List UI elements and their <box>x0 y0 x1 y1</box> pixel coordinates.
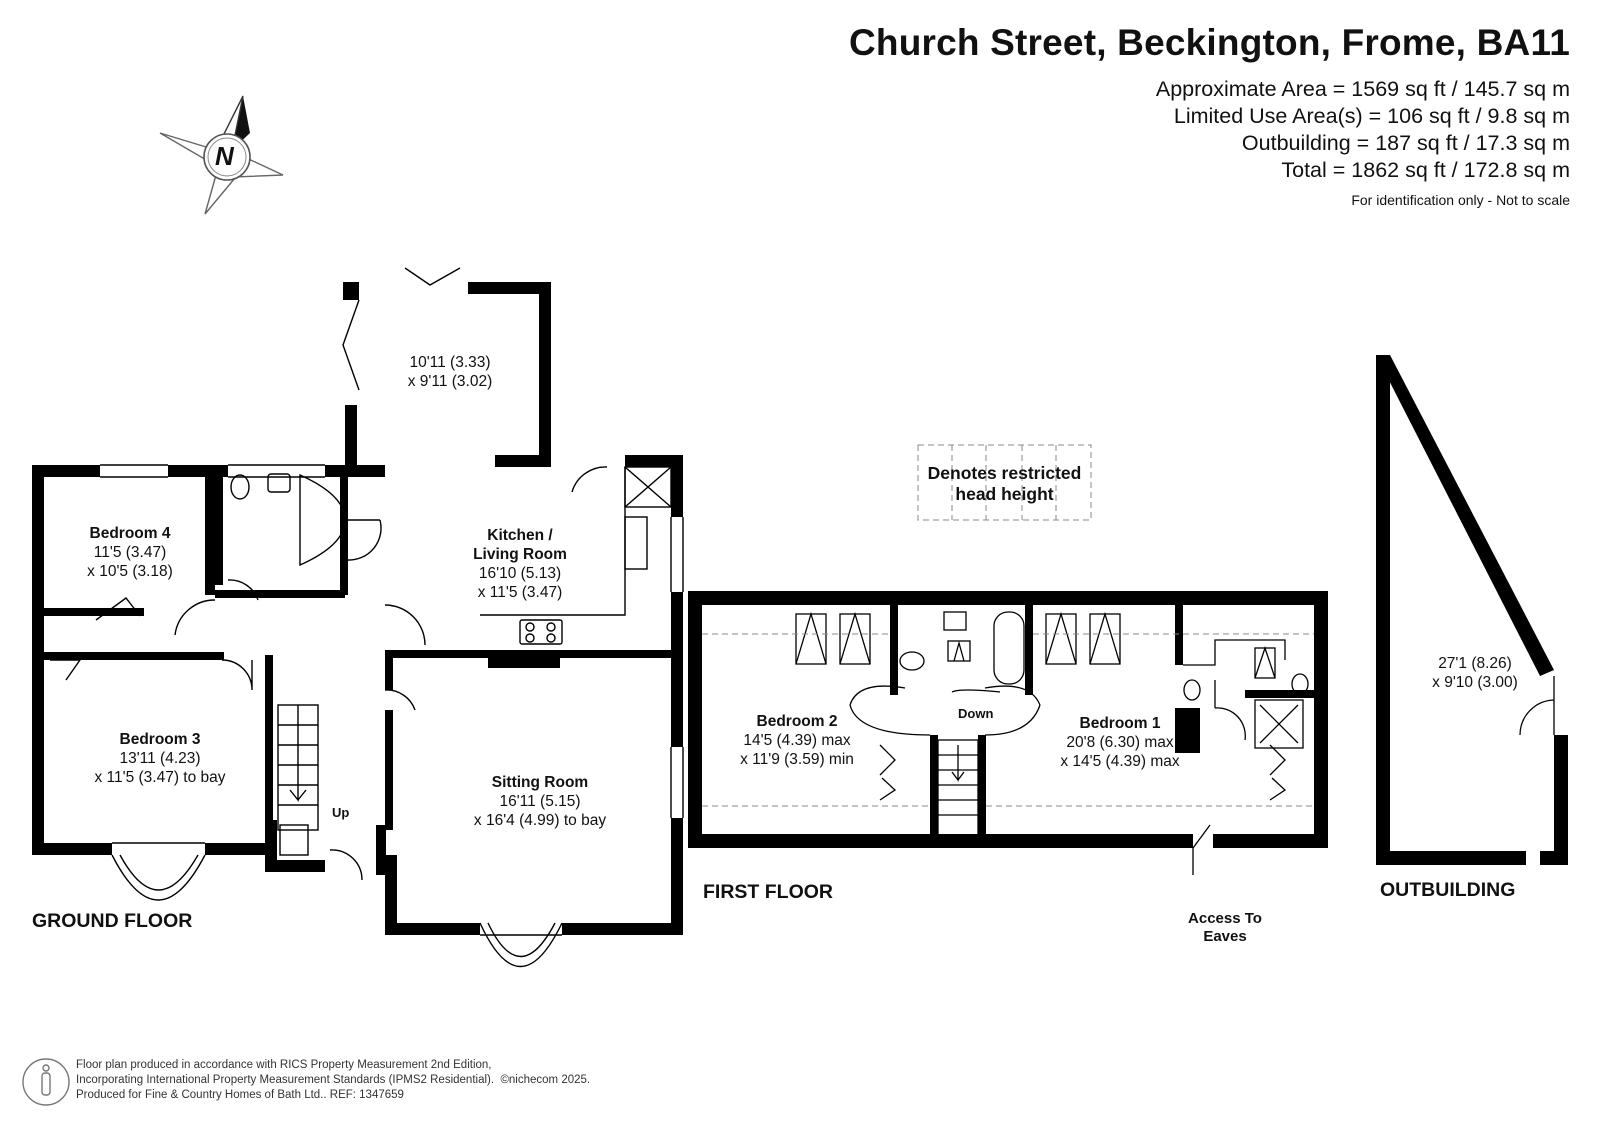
room-sitting-room: Sitting Room 16'11 (5.15) x 16'4 (4.99) … <box>473 774 607 829</box>
copyright: ©nichecom 2025. <box>500 1074 591 1086</box>
ground-floor-label: GROUND FLOOR <box>32 910 193 932</box>
stairs-up-label: Up <box>332 805 350 820</box>
restricted-height-legend: Denotes restricted head height <box>927 463 1082 504</box>
stairs-down-label: Down <box>958 706 994 721</box>
first-floor-label: FIRST FLOOR <box>703 881 833 903</box>
ground-floor-walls <box>32 282 683 935</box>
room-bedroom-4: Bedroom 4 11'5 (3.47) x 10'5 (3.18) <box>87 525 173 580</box>
ground-floor-fittings <box>50 267 684 967</box>
footer-credits: Floor plan produced in accordance with R… <box>76 1059 591 1101</box>
room-outbuilding: 27'1 (8.26) x 9'10 (3.00) <box>1432 655 1518 691</box>
disclaimer-note: For identification only - Not to scale <box>1351 192 1570 208</box>
area-summary: Approximate Area = 1569 sq ft / 145.7 sq… <box>1156 76 1570 184</box>
room-conservatory: 10'11 (3.33) x 9'11 (3.02) <box>407 354 493 390</box>
area-line: Outbuilding = 187 sq ft / 17.3 sq m <box>1241 131 1570 155</box>
access-to-eaves-label: Access To Eaves <box>1188 910 1262 945</box>
area-line: Total = 1862 sq ft / 172.8 sq m <box>1281 158 1570 182</box>
page-title: Church Street, Beckington, Frome, BA11 <box>848 22 1570 63</box>
first-floor-fittings <box>795 611 1309 875</box>
room-bedroom-2: Bedroom 2 14'5 (4.39) max x 11'9 (3.59) … <box>740 713 854 768</box>
person-icon <box>22 1058 70 1106</box>
area-line: Limited Use Area(s) = 106 sq ft / 9.8 sq… <box>1173 104 1570 128</box>
room-bedroom-1: Bedroom 1 20'8 (6.30) max x 14'5 (4.39) … <box>1060 715 1180 770</box>
outbuilding-walls <box>1376 355 1568 865</box>
outbuilding-door <box>1519 676 1555 736</box>
compass-icon <box>159 95 284 215</box>
outbuilding-label: OUTBUILDING <box>1380 879 1516 901</box>
room-kitchen-living: Kitchen / Living Room 16'10 (5.13) x 11'… <box>473 527 567 601</box>
area-line: Approximate Area = 1569 sq ft / 145.7 sq… <box>1155 77 1570 101</box>
first-floor-walls <box>688 591 1328 848</box>
compass-letter: N <box>215 141 234 171</box>
restricted-height-lines <box>702 444 1314 807</box>
room-bedroom-3: Bedroom 3 13'11 (4.23) x 11'5 (3.47) to … <box>94 731 226 786</box>
